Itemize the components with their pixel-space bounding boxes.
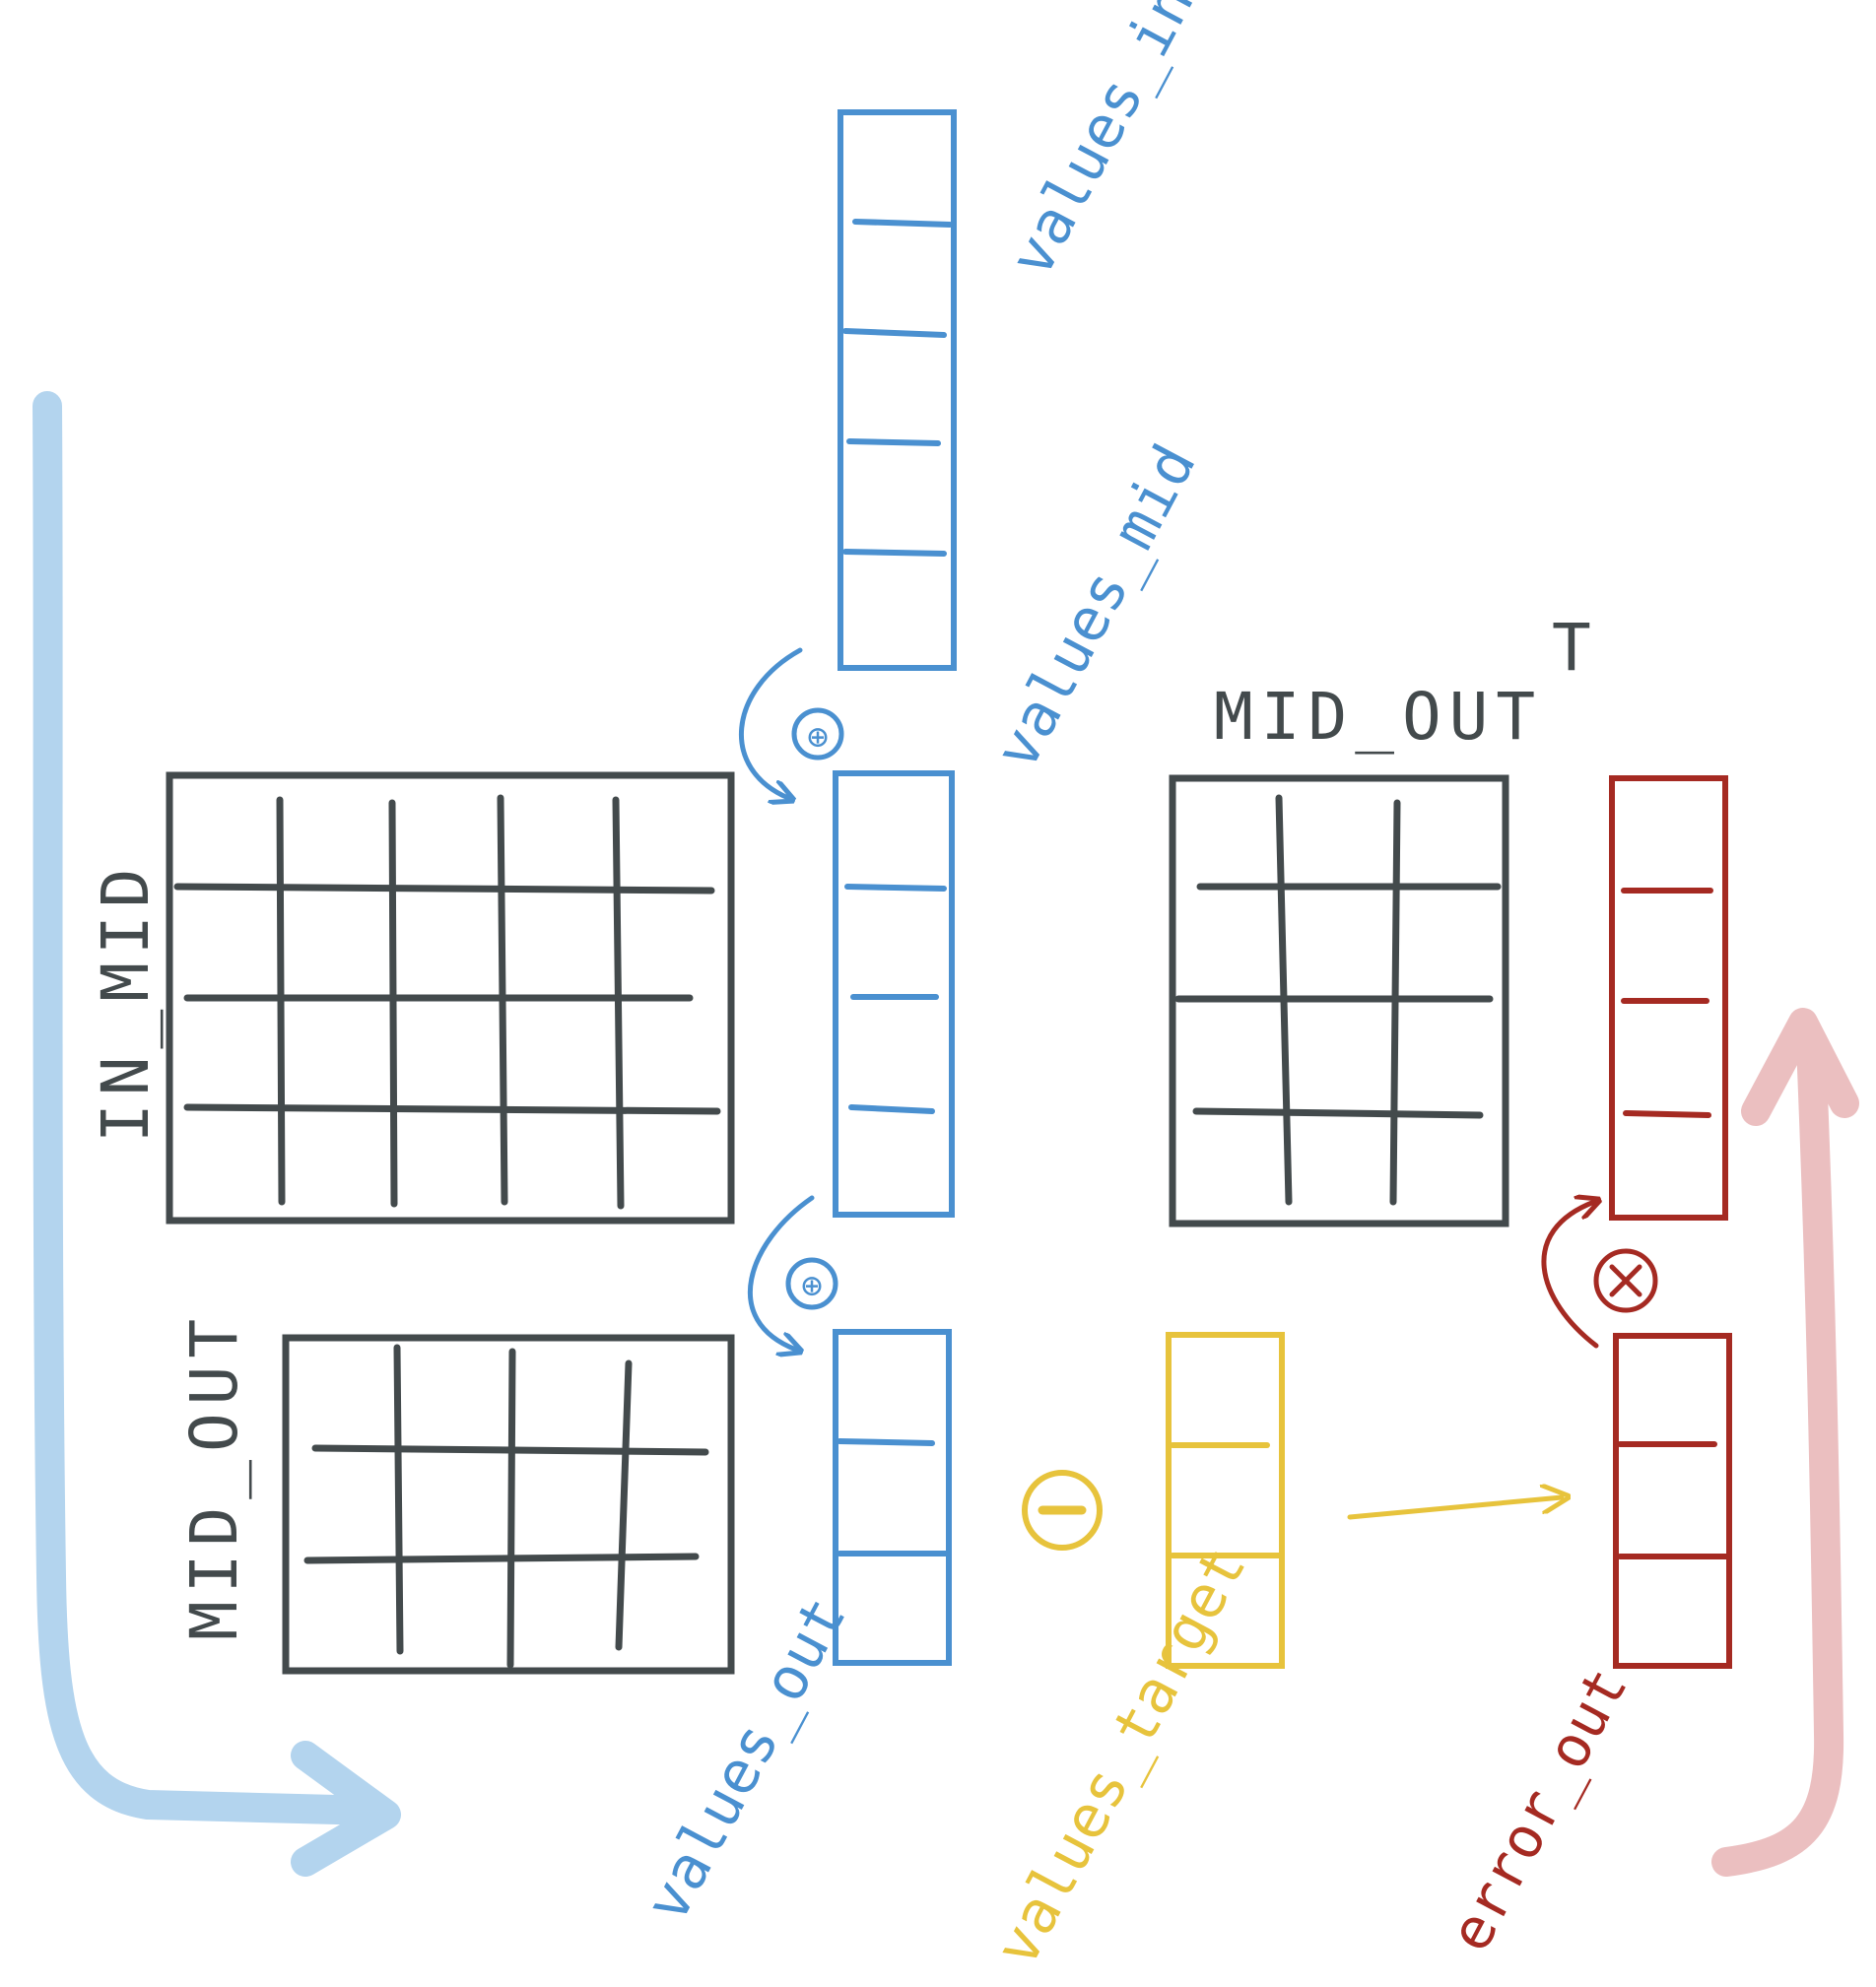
transpose-mark: T bbox=[1552, 610, 1599, 686]
values-in-vector bbox=[838, 109, 957, 671]
error-out-label: error_out bbox=[1436, 1657, 1641, 1961]
svg-text:⊕: ⊕ bbox=[801, 1266, 823, 1306]
matmul-operator-1: ⊕ bbox=[791, 707, 844, 761]
svg-text:⊕: ⊕ bbox=[807, 717, 829, 758]
values-target-vector bbox=[1166, 1332, 1285, 1669]
arrow-to-error bbox=[1347, 1497, 1562, 1520]
mid-out-matrix bbox=[282, 1334, 735, 1675]
matmul-operator-2: ⊕ bbox=[785, 1257, 838, 1310]
mid-out-label: MID_OUT bbox=[176, 1311, 252, 1640]
in-mid-matrix bbox=[166, 771, 735, 1225]
arrow-values-mid-to-out bbox=[747, 1195, 815, 1350]
forward-pass-arrow bbox=[33, 391, 401, 1877]
subtract-operator bbox=[1022, 1470, 1103, 1551]
mid-out-transpose-matrix bbox=[1169, 774, 1509, 1227]
error-mid-vector bbox=[1609, 775, 1728, 1221]
values-in-label: values_in bbox=[996, 0, 1207, 288]
error-out-vector bbox=[1613, 1333, 1732, 1669]
values-mid-vector bbox=[833, 770, 955, 1218]
backward-pass-arrow bbox=[1711, 1008, 1859, 1877]
multiply-operator bbox=[1593, 1248, 1658, 1313]
arrow-error-backprop bbox=[1541, 1202, 1596, 1349]
values-target-label: values_target bbox=[981, 1537, 1259, 1978]
in-mid-label: IN_MID bbox=[88, 861, 164, 1143]
mid-out-transpose-label: MID_OUT bbox=[1214, 679, 1543, 755]
values-out-vector bbox=[833, 1329, 952, 1666]
arrow-values-in-to-mid bbox=[739, 647, 803, 798]
values-out-label: values_out bbox=[632, 1586, 859, 1933]
values-mid-label: values_mid bbox=[981, 433, 1209, 780]
